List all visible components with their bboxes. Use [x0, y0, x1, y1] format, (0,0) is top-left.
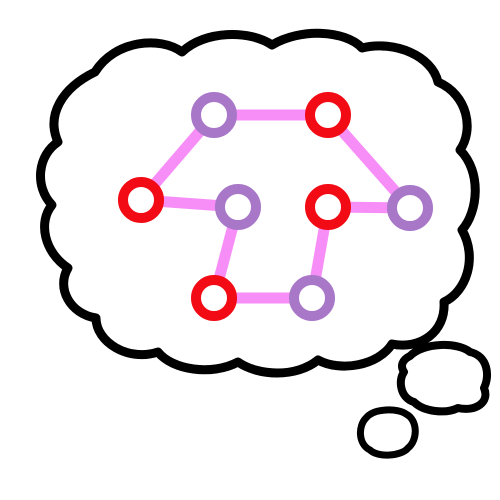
graph-node-purple: [289, 275, 335, 321]
graph-node-purple: [215, 184, 261, 230]
graph-node-red: [305, 184, 351, 230]
thought-bubble-medium: [396, 340, 491, 416]
graph-node-purple: [387, 185, 433, 231]
thought-bubble-small: [357, 406, 419, 459]
graph-node-purple: [191, 92, 237, 138]
graph-nodes: [118, 92, 433, 321]
graph-node-red: [191, 275, 237, 321]
graph-node-red: [118, 177, 164, 223]
graph-node-red: [305, 92, 351, 138]
